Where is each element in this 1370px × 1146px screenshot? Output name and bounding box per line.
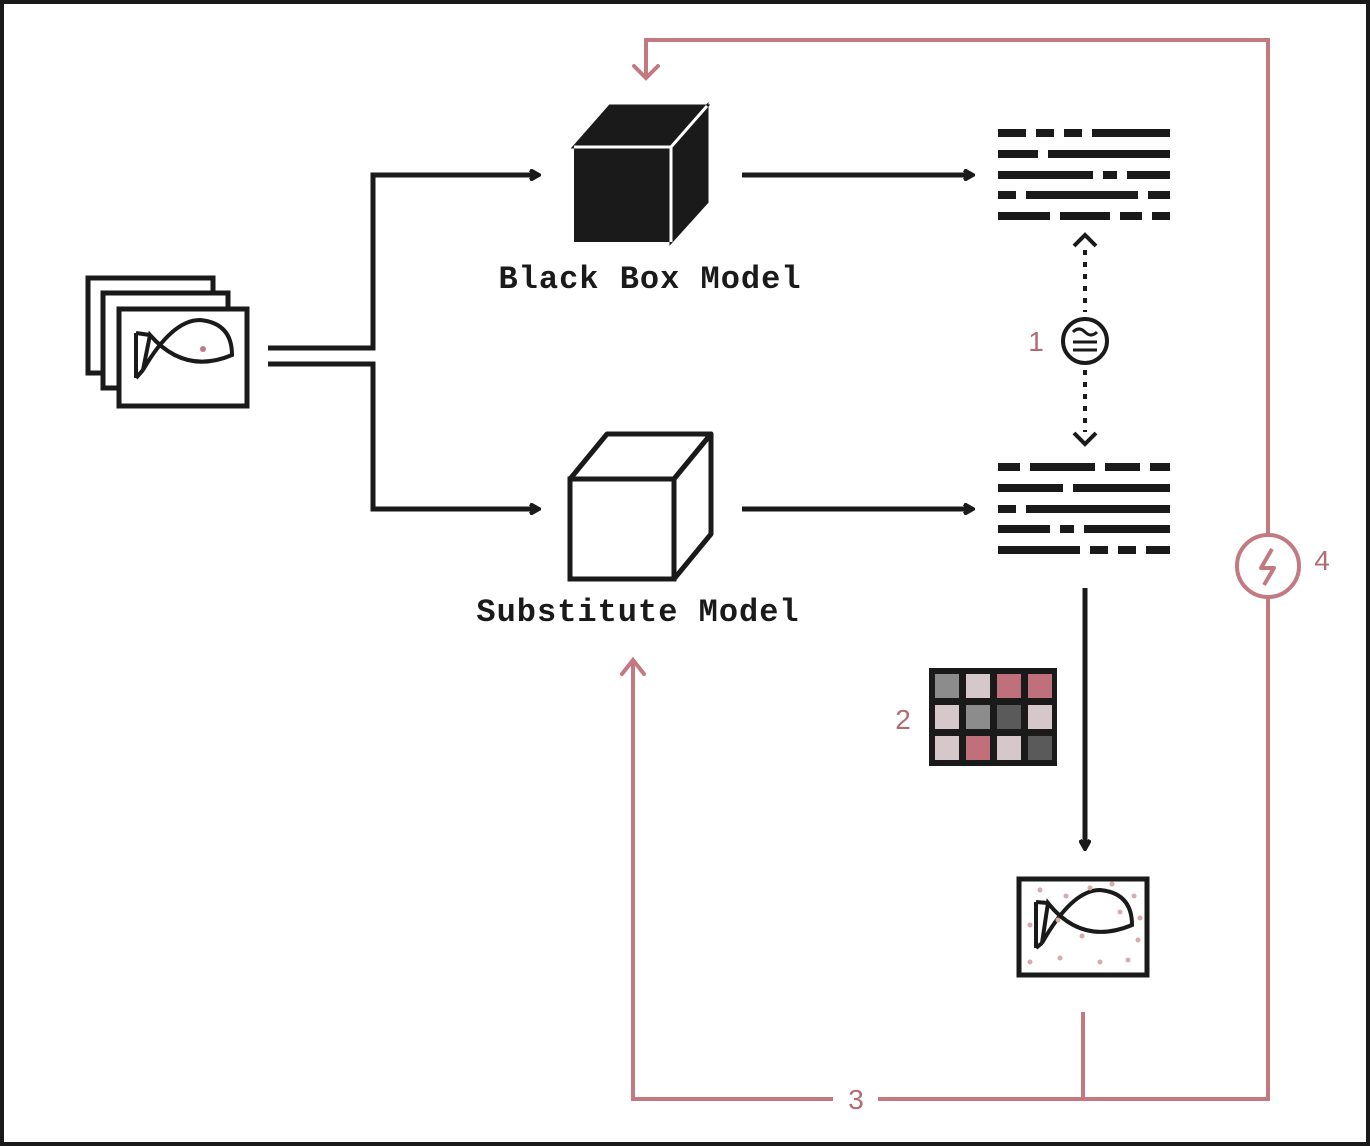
lightning-icon bbox=[1235, 533, 1301, 599]
input-splitter bbox=[268, 175, 538, 509]
perturbation-grid-icon bbox=[929, 668, 1057, 766]
black-box-model-label: Black Box Model bbox=[498, 261, 801, 298]
substitute-output-icon bbox=[998, 463, 1170, 554]
black-box-cube-icon bbox=[570, 102, 711, 246]
attack-loop bbox=[632, 38, 1270, 1101]
fish-icon bbox=[134, 317, 235, 380]
substitute-cube-icon bbox=[567, 431, 714, 582]
step-4-label: 4 bbox=[1314, 545, 1330, 576]
substitute-model-label: Substitute Model bbox=[476, 594, 799, 631]
comparison-connector bbox=[1072, 232, 1098, 447]
input-images-stack-icon bbox=[85, 275, 250, 409]
step-1-label: 1 bbox=[1028, 326, 1044, 357]
adversarial-image-icon bbox=[1016, 876, 1150, 978]
step-3-label: 3 bbox=[848, 1084, 864, 1115]
step-2-label: 2 bbox=[895, 704, 911, 735]
approximately-equal-icon bbox=[1061, 317, 1109, 365]
black-box-output-icon bbox=[998, 129, 1170, 220]
